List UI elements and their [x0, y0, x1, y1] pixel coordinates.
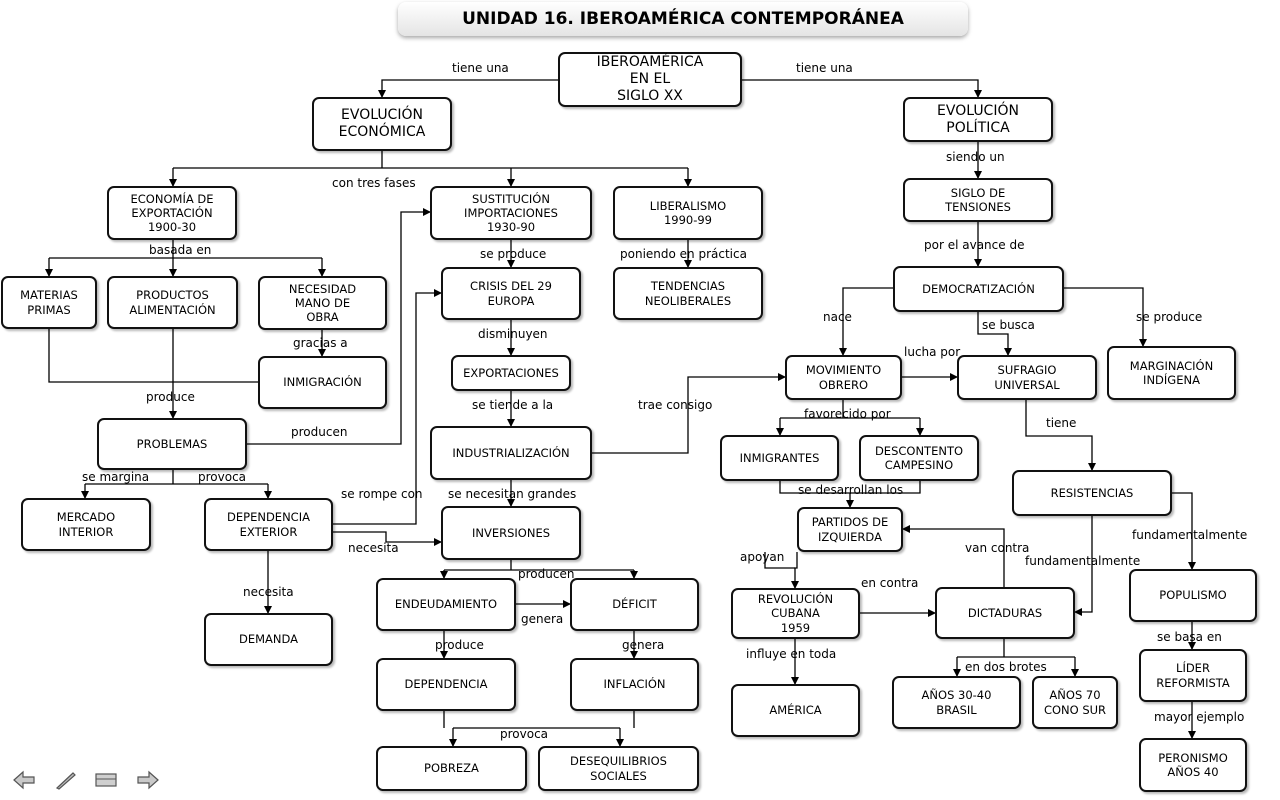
label-se-busca: se busca: [982, 318, 1035, 332]
node-inflacion[interactable]: INFLACIÓN: [570, 658, 699, 711]
node-desequilibrios-sociales[interactable]: DESEQUILIBRIOS SOCIALES: [538, 746, 699, 791]
node-sustitucion-importaciones[interactable]: SUSTITUCIÓN IMPORTACIONES 1930-90: [430, 186, 592, 240]
label-genera-2: genera: [622, 638, 665, 652]
label-necesita-1: necesita: [348, 541, 399, 555]
label-producen-2: producen: [518, 567, 575, 581]
node-problemas[interactable]: PROBLEMAS: [97, 418, 247, 470]
label-fundamentalmente-1: fundamentalmente: [1132, 528, 1248, 542]
node-marginacion-indigena[interactable]: MARGINACIÓN INDÍGENA: [1107, 346, 1236, 400]
node-inmigracion[interactable]: INMIGRACIÓN: [258, 356, 387, 409]
label-apoyan: apoyan: [740, 550, 785, 564]
label-nace: nace: [823, 310, 852, 324]
node-deficit[interactable]: DÉFICIT: [570, 578, 699, 631]
node-exportaciones[interactable]: EXPORTACIONES: [451, 355, 571, 391]
label-gracias-a: gracias a: [293, 336, 348, 350]
node-productos-alimentacion[interactable]: PRODUCTOS ALIMENTACIÓN: [107, 276, 238, 329]
node-demanda[interactable]: DEMANDA: [204, 613, 333, 666]
label-provoca-1: provoca: [198, 470, 247, 484]
node-anos-30-40[interactable]: AÑOS 30-40 BRASIL: [892, 676, 1021, 729]
menu-icon[interactable]: [94, 770, 118, 790]
node-populismo[interactable]: POPULISMO: [1129, 569, 1257, 622]
label-se-produce-2: se produce: [1136, 310, 1203, 324]
label-en-dos-brotes: en dos brotes: [965, 660, 1047, 674]
label-en-contra: en contra: [861, 576, 919, 590]
label-tiene: tiene: [1046, 416, 1077, 430]
label-se-necesitan: se necesitan grandes: [448, 487, 577, 501]
label-disminuyen: disminuyen: [478, 327, 548, 341]
node-tendencias-neoliberales[interactable]: TENDENCIAS NEOLIBERALES: [613, 267, 763, 320]
node-democratizacion[interactable]: DEMOCRATIZACIÓN: [893, 266, 1064, 312]
label-fundamentalmente-2: fundamentalmente: [1025, 554, 1141, 568]
label-provoca-2: provoca: [500, 727, 549, 741]
label-se-basa-en: se basa en: [1157, 630, 1222, 644]
node-dictaduras[interactable]: DICTADURAS: [935, 587, 1075, 639]
label-mayor-ejemplo: mayor ejemplo: [1154, 710, 1245, 724]
node-inversiones[interactable]: INVERSIONES: [441, 506, 581, 560]
label-basada-en: basada en: [149, 243, 212, 257]
node-evolucion-politica[interactable]: EVOLUCIÓN POLÍTICA: [903, 97, 1053, 142]
title-banner: UNIDAD 16. IBEROAMÉRICA CONTEMPORÁNEA: [398, 2, 968, 36]
node-crisis-29[interactable]: CRISIS DEL 29 EUROPA: [441, 267, 581, 320]
label-genera-1: genera: [521, 612, 564, 626]
node-lider-reformista[interactable]: LÍDER REFORMISTA: [1139, 649, 1247, 702]
node-partidos-izquierda[interactable]: PARTIDOS DE IZQUIERDA: [797, 507, 903, 552]
label-produce-2: produce: [435, 638, 484, 652]
arrow-left-icon[interactable]: [12, 770, 36, 790]
label-trae-consigo: trae consigo: [638, 398, 713, 412]
label-se-tiende: se tiende a la: [472, 398, 554, 412]
node-iberoamerica[interactable]: IBEROAMÉRICA EN EL SIGLO XX: [558, 52, 742, 107]
label-lucha-por: lucha por: [904, 345, 961, 359]
label-produce-1: produce: [146, 390, 195, 404]
node-america[interactable]: AMÉRICA: [731, 684, 860, 737]
node-siglo-tensiones[interactable]: SIGLO DE TENSIONES: [903, 178, 1053, 222]
node-liberalismo[interactable]: LIBERALISMO 1990-99: [613, 186, 763, 240]
label-influye: influye en toda: [746, 647, 837, 661]
label-se-rompe: se rompe con: [341, 487, 423, 501]
node-evolucion-economica[interactable]: EVOLUCIÓN ECONÓMICA: [312, 97, 452, 151]
label-poniendo: poniendo en práctica: [620, 247, 747, 261]
node-descontento-campesino[interactable]: DESCONTENTO CAMPESINO: [859, 435, 979, 481]
node-economia-exportacion[interactable]: ECONOMÍA DE EXPORTACIÓN 1900-30: [107, 186, 237, 240]
label-con-tres-fases: con tres fases: [332, 176, 416, 190]
node-endeudamiento[interactable]: ENDEUDAMIENTO: [376, 578, 516, 631]
node-necesidad-mano-obra[interactable]: NECESIDAD MANO DE OBRA: [258, 276, 387, 330]
node-sufragio-universal[interactable]: SUFRAGIO UNIVERSAL: [957, 355, 1097, 400]
label-favorecido: favorecido por: [804, 407, 891, 421]
page-title: UNIDAD 16. IBEROAMÉRICA CONTEMPORÁNEA: [462, 9, 904, 29]
node-dependencia[interactable]: DEPENDENCIA: [376, 658, 516, 711]
node-revolucion-cubana[interactable]: REVOLUCIÓN CUBANA 1959: [731, 588, 860, 639]
pen-icon[interactable]: [54, 770, 78, 790]
label-se-desarrollan: se desarrollan los: [798, 483, 904, 497]
label-producen-1: producen: [291, 425, 348, 439]
label-siendo-un: siendo un: [946, 150, 1005, 164]
node-anos-70[interactable]: AÑOS 70 CONO SUR: [1032, 676, 1118, 729]
node-inmigrantes[interactable]: INMIGRANTES: [720, 435, 839, 481]
node-movimiento-obrero[interactable]: MOVIMIENTO OBRERO: [785, 355, 902, 400]
label-se-margina: se margina: [82, 470, 150, 484]
node-dependencia-exterior[interactable]: DEPENDENCIA EXTERIOR: [204, 498, 333, 551]
label-se-produce-1: se produce: [480, 247, 547, 261]
label-por-el-avance: por el avance de: [924, 238, 1025, 252]
node-peronismo[interactable]: PERONISMO AÑOS 40: [1139, 738, 1247, 792]
node-pobreza[interactable]: POBREZA: [376, 746, 527, 791]
label-van-contra: van contra: [965, 541, 1030, 555]
node-mercado-interior[interactable]: MERCADO INTERIOR: [21, 498, 151, 551]
label-necesita-2: necesita: [243, 585, 294, 599]
node-industrializacion[interactable]: INDUSTRIALIZACIÓN: [430, 426, 592, 480]
arrow-right-icon[interactable]: [136, 770, 160, 790]
node-resistencias[interactable]: RESISTENCIAS: [1012, 470, 1172, 516]
label-tiene-una-left: tiene una: [452, 61, 509, 75]
label-tiene-una-right: tiene una: [796, 61, 853, 75]
node-materias-primas[interactable]: MATERIAS PRIMAS: [1, 276, 97, 329]
